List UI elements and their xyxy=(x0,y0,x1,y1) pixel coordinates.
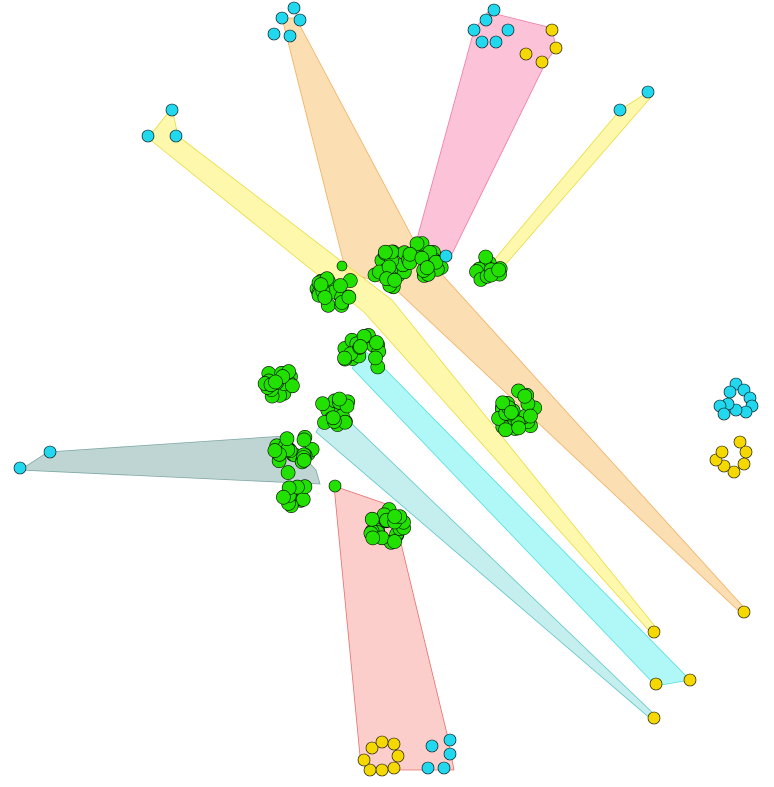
green-cluster-7-node xyxy=(315,396,330,412)
cyan-node xyxy=(43,445,57,459)
cyan-node xyxy=(13,461,27,475)
yellow-node xyxy=(649,677,663,691)
green-cluster-9-node xyxy=(280,465,296,480)
green-cluster-11-node xyxy=(387,534,402,549)
cyan-node xyxy=(165,103,179,117)
green-cluster-8-node xyxy=(517,388,533,404)
green-cluster-5-node xyxy=(369,335,384,350)
yellow-node xyxy=(683,673,697,687)
cyan-node xyxy=(489,35,503,49)
yellow-node xyxy=(727,465,741,479)
cyan-node xyxy=(717,407,731,421)
green-cluster-8-node xyxy=(523,408,538,424)
yellow-node xyxy=(647,625,661,639)
cyan-node xyxy=(439,249,453,263)
green-cluster-7-node xyxy=(332,391,347,407)
yellow-node xyxy=(357,753,371,767)
yellow-node xyxy=(363,763,377,777)
green-cluster-1-node xyxy=(333,278,348,293)
green-cluster-9-node xyxy=(296,452,312,468)
green-node xyxy=(336,260,348,272)
yellow-node xyxy=(535,55,549,69)
cyan-node xyxy=(501,23,515,37)
yellow-node xyxy=(391,749,405,763)
yellow-node xyxy=(387,761,401,775)
cyan-node xyxy=(293,13,307,27)
green-cluster-8-node xyxy=(498,422,513,438)
green-node xyxy=(328,479,342,493)
green-cluster-5-node xyxy=(337,350,352,366)
cyan-node xyxy=(479,13,493,27)
green-cluster-11-node xyxy=(365,530,381,546)
green-cluster-4-node xyxy=(478,249,494,265)
green-cluster-10-node xyxy=(276,489,291,505)
green-cluster-6-node xyxy=(285,378,300,394)
cluster-hulls xyxy=(18,11,749,771)
green-cluster-9-node xyxy=(279,431,295,447)
green-cluster-3-node xyxy=(419,260,435,276)
green-cluster-5-node xyxy=(353,339,368,354)
cyan-node xyxy=(437,761,451,775)
cyan-node xyxy=(443,733,457,747)
green-cluster-9-node xyxy=(267,443,283,458)
green-cluster-3-node xyxy=(409,236,425,252)
green-cluster-8-node xyxy=(503,405,519,420)
yellow-node xyxy=(545,23,559,37)
green-cluster-8-node xyxy=(495,395,511,411)
green-cluster-2-node xyxy=(387,272,403,288)
yellow-node xyxy=(549,41,563,55)
yellow-node xyxy=(715,445,729,459)
graph-nodes xyxy=(13,1,759,777)
cyan-node xyxy=(275,11,289,25)
green-cluster-5-node xyxy=(368,350,383,366)
cyan-node xyxy=(141,129,155,143)
cyan-node xyxy=(613,103,627,117)
green-cluster-11-node xyxy=(364,511,380,527)
yellow-node xyxy=(733,435,747,449)
yellow-node xyxy=(737,457,751,471)
yellow-node xyxy=(375,735,389,749)
yellow-node xyxy=(365,741,379,755)
green-cluster-7-node xyxy=(325,410,341,426)
cyan-node xyxy=(475,35,489,49)
green-cluster-4-node xyxy=(491,262,507,278)
cyan-node xyxy=(283,29,297,43)
yellow-node xyxy=(375,763,389,777)
green-cluster-2-node xyxy=(377,244,393,260)
yellow-node xyxy=(387,737,401,751)
green-cluster-11-node xyxy=(387,509,403,524)
green-cluster-6-node xyxy=(268,374,283,390)
cyan-node xyxy=(287,1,301,15)
cyan-node xyxy=(267,27,281,41)
cyan-node xyxy=(487,3,501,17)
cyan-node xyxy=(443,747,457,761)
yellow-node xyxy=(519,47,533,61)
green-cluster-1-node xyxy=(313,277,329,293)
yellow-node xyxy=(739,445,753,459)
yellow-node xyxy=(737,605,751,619)
yellow-node xyxy=(647,711,661,725)
green-cluster-1-node xyxy=(341,289,357,305)
cyan-node xyxy=(467,23,481,37)
cyan-node xyxy=(421,761,435,775)
cyan-node xyxy=(723,385,737,399)
cyan-node xyxy=(641,85,655,99)
cyan-node xyxy=(169,129,183,143)
green-cluster-1-node xyxy=(317,290,333,305)
green-cluster-9-node xyxy=(296,432,312,448)
cyan-node xyxy=(425,739,439,753)
green-cluster-8-node xyxy=(511,420,527,436)
